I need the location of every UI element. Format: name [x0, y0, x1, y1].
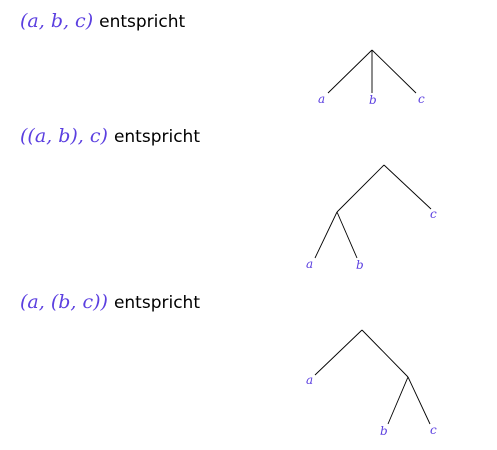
tree-3-edge-b	[387, 376, 409, 425]
example-1-word: entspricht	[99, 12, 186, 32]
example-2-expression: ((a, b), c)	[20, 125, 108, 147]
example-2-heading: ((a, b), c) entspricht	[20, 127, 200, 146]
tree-3-leaf-c: c	[430, 423, 437, 437]
tree-2-leaf-b: b	[356, 258, 364, 272]
tree-2-edge-c	[383, 164, 432, 210]
tree-1-edge-a	[327, 49, 373, 94]
example-1-heading: (a, b, c) entspricht	[20, 12, 185, 31]
tree-2-edge-inner	[336, 164, 385, 213]
example-1-expression: (a, b, c)	[20, 10, 94, 32]
tree-1-leaf-a: a	[318, 92, 325, 106]
tree-3-leaf-b: b	[380, 424, 388, 438]
tree-1-leaf-c: c	[418, 92, 425, 106]
example-3-expression: (a, (b, c))	[20, 291, 108, 313]
example-2-word: entspricht	[113, 127, 200, 147]
tree-1-edge-c	[371, 49, 417, 94]
tree-3-edge-inner	[361, 329, 409, 378]
tree-2-leaf-a: a	[306, 257, 313, 271]
tree-3-edge-c	[407, 376, 431, 425]
tree-2-edge-b	[336, 211, 358, 259]
tree-2-edge-a	[314, 211, 338, 259]
tree-2-leaf-c: c	[430, 207, 437, 221]
example-3-heading: (a, (b, c)) entspricht	[20, 293, 200, 312]
tree-3-edge-a	[314, 329, 363, 376]
tree-1-leaf-b: b	[369, 93, 377, 107]
tree-3-leaf-a: a	[306, 373, 313, 387]
example-3-word: entspricht	[113, 293, 200, 313]
